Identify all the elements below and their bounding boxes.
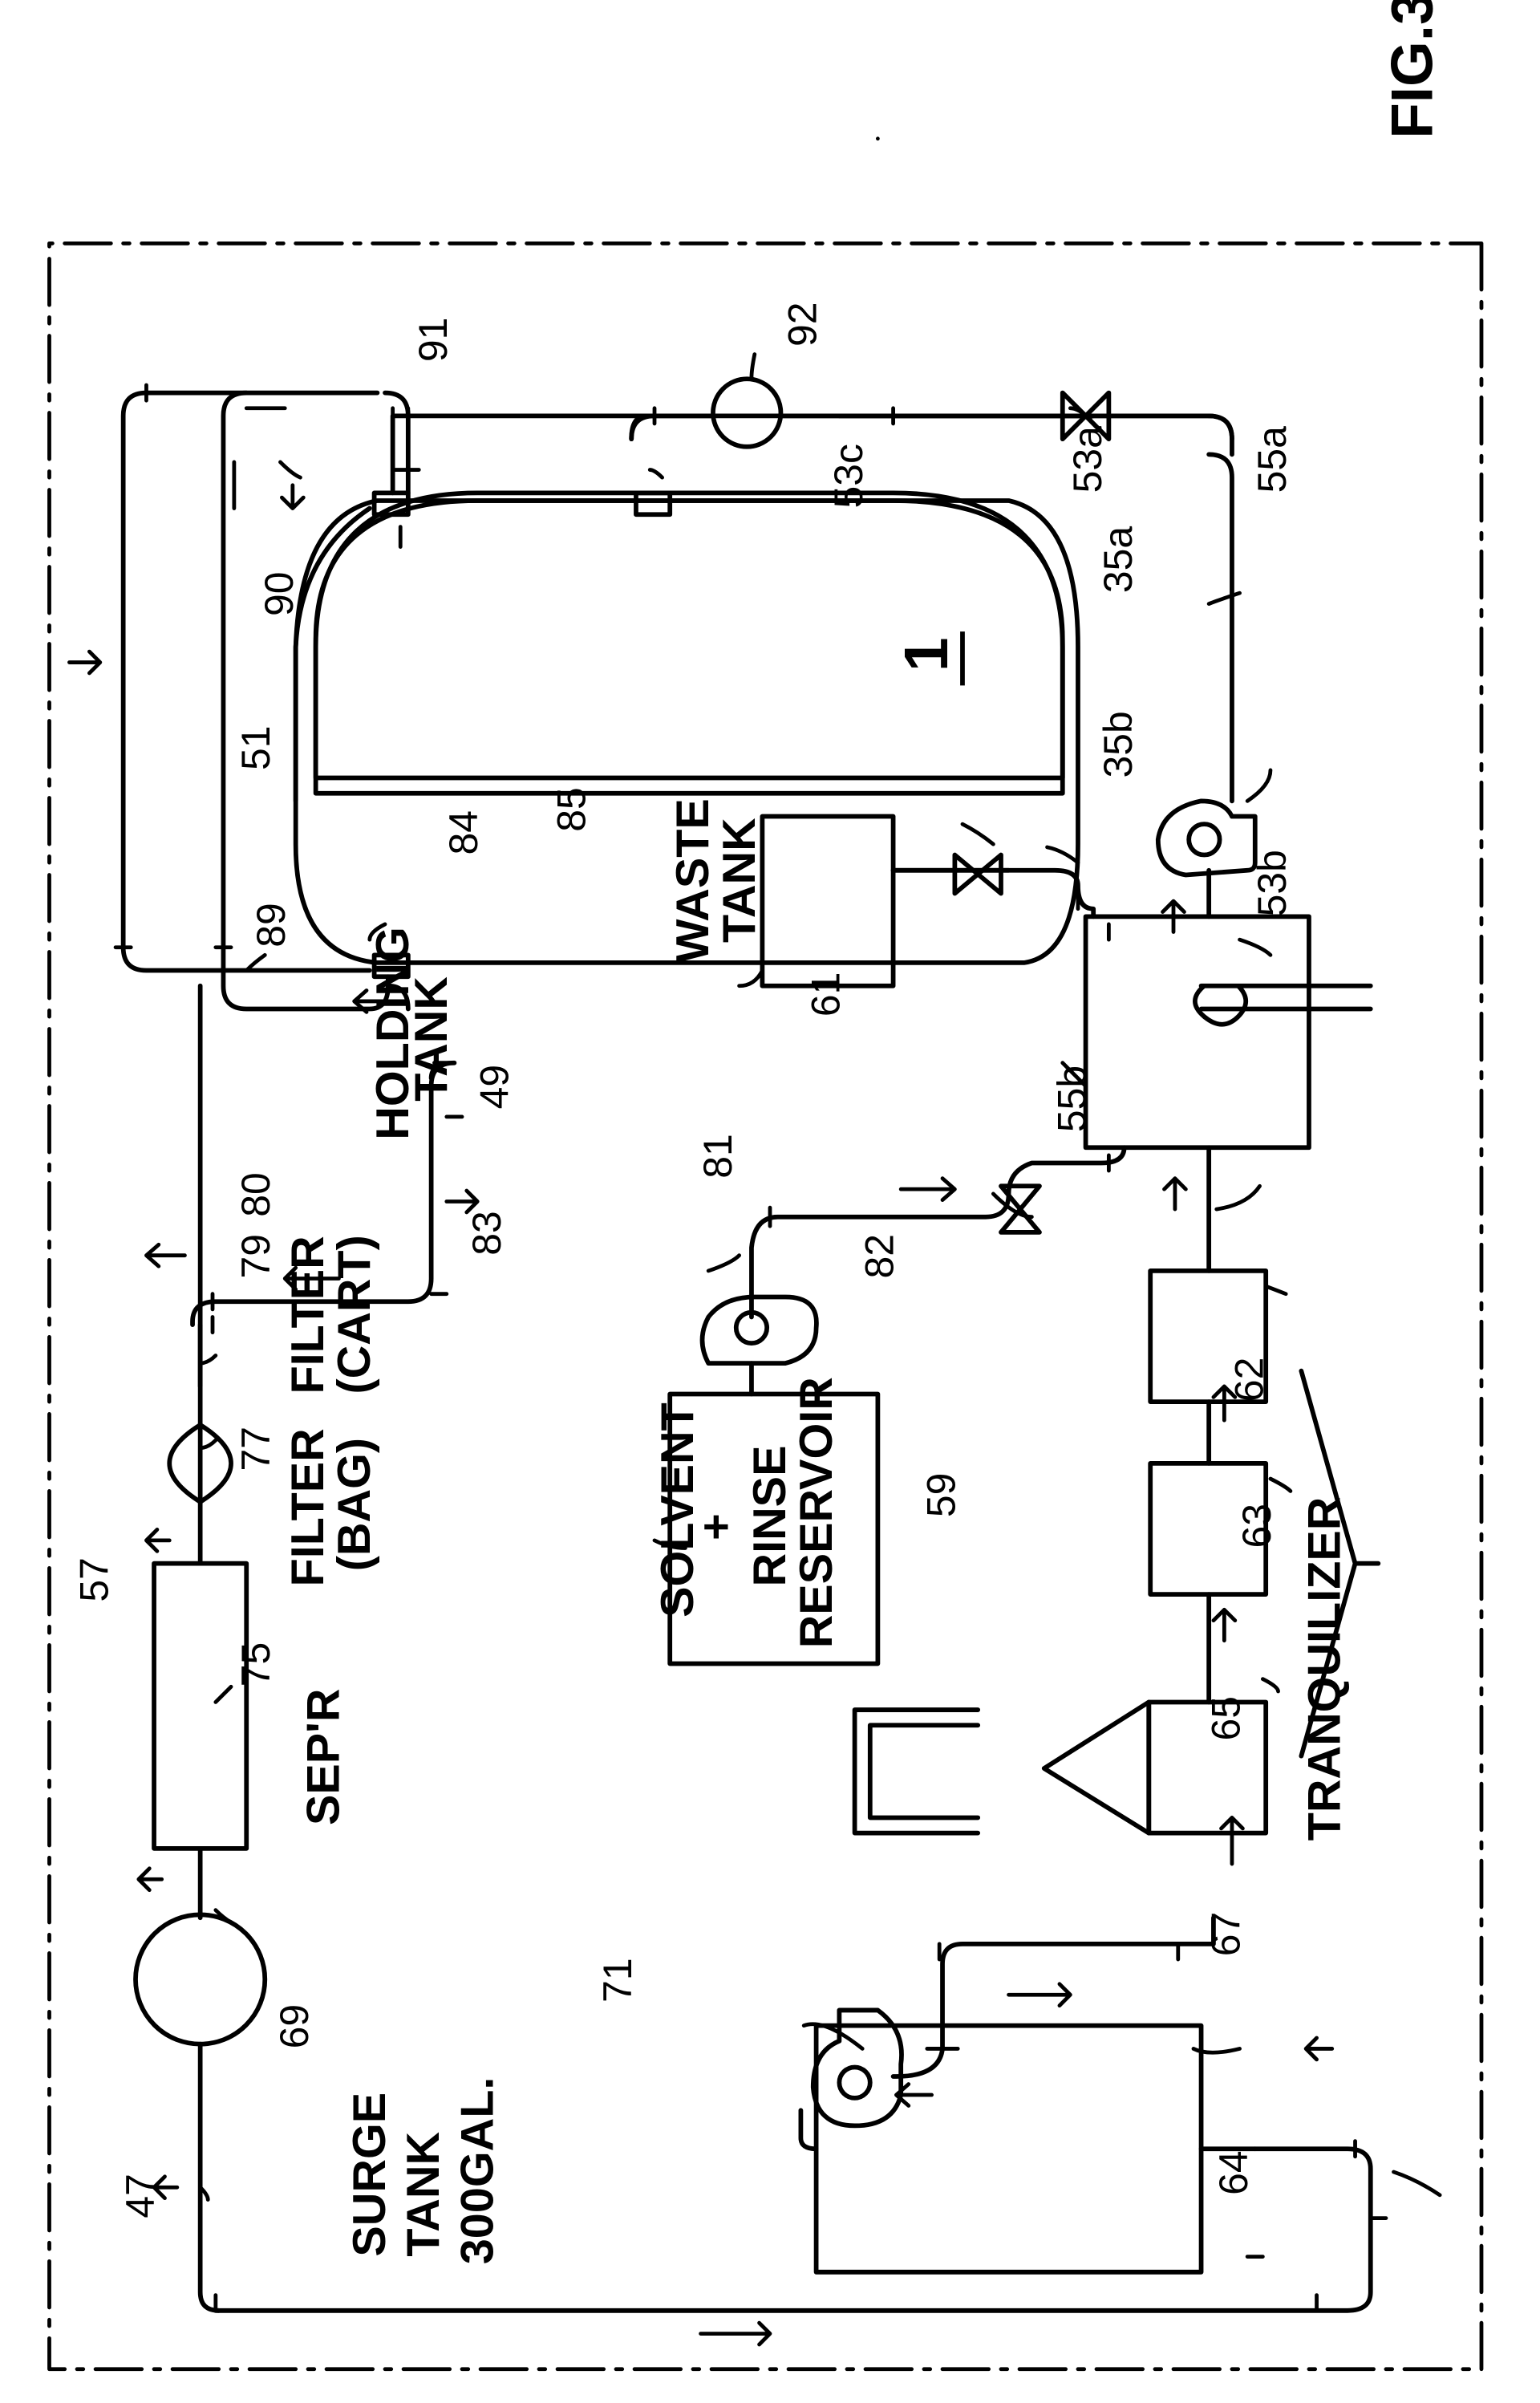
vessel-label: 1 xyxy=(892,637,961,672)
filter-bag-line1: FILTER xyxy=(282,1428,334,1586)
ref-85: 85 xyxy=(549,787,594,832)
ref-59: 59 xyxy=(918,1473,963,1518)
waste-tank-line2: TANK xyxy=(714,818,765,943)
reservoir-line2: + xyxy=(691,1513,742,1540)
ref-51: 51 xyxy=(233,725,278,770)
filter-cart-line1: FILTER xyxy=(282,1236,334,1394)
separator-bin-inner xyxy=(870,1725,978,1817)
reservoir-line4: RESERVOIR xyxy=(791,1377,842,1648)
ref-71: 71 xyxy=(595,1958,640,2003)
pipe-84 xyxy=(894,871,1094,917)
ref-90: 90 xyxy=(257,571,302,616)
vessel-dome-left xyxy=(296,509,370,802)
nozzle-53c xyxy=(636,493,670,514)
ref-64: 64 xyxy=(1211,2150,1256,2195)
ref-65: 65 xyxy=(1204,1696,1249,1741)
ref-49: 49 xyxy=(472,1065,517,1110)
ref-69: 69 xyxy=(272,2004,317,2049)
pipe-53a xyxy=(393,416,647,493)
ref-91: 91 xyxy=(411,318,456,363)
filter-bag-line2: (BAG) xyxy=(329,1438,380,1571)
ref-82: 82 xyxy=(857,1234,902,1279)
surge-tank xyxy=(817,2026,1202,2272)
flow-arrows xyxy=(69,408,1331,2344)
ref-35a: 35a xyxy=(1096,526,1141,594)
holding-tank-line2: TANK xyxy=(406,976,457,1102)
pipe-55a xyxy=(385,393,408,493)
separator-cone xyxy=(1044,1702,1149,1833)
ref-79: 79 xyxy=(233,1234,278,1279)
ref-63: 63 xyxy=(1234,1504,1279,1549)
ref-84: 84 xyxy=(441,810,486,855)
ref-62: 62 xyxy=(1226,1358,1271,1402)
ref-81: 81 xyxy=(695,1134,740,1179)
pipe-64 xyxy=(201,2044,219,2311)
ref-89: 89 xyxy=(249,903,294,948)
ref-57: 57 xyxy=(71,1557,116,1602)
valve-85 xyxy=(954,855,1001,894)
pipe-81 xyxy=(752,1147,1125,1317)
filter-cart-line2: (CART) xyxy=(329,1235,380,1394)
reservoir-line3: RINSE xyxy=(744,1445,796,1586)
tranquilizer-label: TRANQUILIZER xyxy=(1299,1497,1350,1841)
ref-55a: 55a xyxy=(1250,426,1295,493)
device-67 xyxy=(136,1914,265,2044)
pipe-90-top xyxy=(839,416,1232,454)
ref-77: 77 xyxy=(233,1427,278,1471)
pump-51-body xyxy=(1158,801,1255,875)
holding-tank xyxy=(1086,916,1309,1147)
holding-coil xyxy=(1195,986,1371,1025)
reservoir-line1: SOLVENT xyxy=(652,1402,703,1618)
surge-tank-line2: TANK xyxy=(398,2132,449,2257)
ref-53b: 53b xyxy=(1250,850,1295,916)
tranquilizer xyxy=(154,1564,246,1849)
ref-92: 92 xyxy=(780,302,825,347)
ref-47: 47 xyxy=(118,2174,163,2218)
ref-61: 61 xyxy=(803,972,848,1017)
pump-71-impeller xyxy=(839,2067,869,2097)
pump71-to-sep-pipe xyxy=(894,1918,1214,2076)
ref-80: 80 xyxy=(233,1172,278,1217)
separator-label: SEP'R xyxy=(298,1689,349,1826)
outer-right-loop xyxy=(124,393,378,971)
ref-83: 83 xyxy=(464,1211,509,1256)
ref-67: 67 xyxy=(1204,1912,1249,1957)
waste-tank-line1: WASTE xyxy=(667,798,719,963)
pump-82-body xyxy=(703,1297,817,1364)
ref-53c: 53c xyxy=(826,444,871,508)
surge-tank-line3: 300GAL. xyxy=(452,2077,503,2265)
top-header-pipe xyxy=(1209,416,1232,439)
surge-tank-line1: SURGE xyxy=(344,2092,395,2257)
pipe-90 xyxy=(1209,454,1232,801)
fig-label: FIG.3. xyxy=(1380,0,1445,139)
separator-bin xyxy=(855,1710,979,1833)
text-layer: FIG.3. 1 SURGE TANK 300GAL. SEP'R FILTER… xyxy=(71,0,1445,2264)
ref-55b: 55b xyxy=(1050,1066,1095,1132)
instrument-92 xyxy=(713,379,780,446)
ref-75: 75 xyxy=(233,1642,278,1687)
ref-35b: 35b xyxy=(1096,711,1141,777)
pump-51-impeller xyxy=(1189,824,1219,854)
ref-53a: 53a xyxy=(1065,426,1110,493)
